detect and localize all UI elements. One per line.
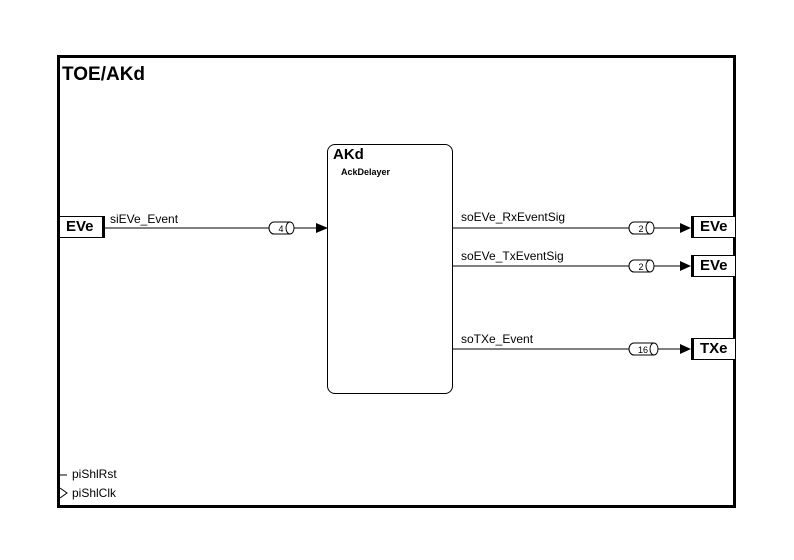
bus-width-badge: 2 bbox=[628, 259, 655, 273]
output-signal-label: soEVe_TxEventSig bbox=[461, 249, 564, 263]
reset-pin-label: piShlRst bbox=[72, 467, 117, 481]
input-port-eve[interactable]: EVe bbox=[59, 216, 105, 238]
bus-width-label: 16 bbox=[638, 345, 648, 355]
module-title: TOE/AKd bbox=[62, 64, 146, 85]
bus-width-label: 2 bbox=[638, 224, 643, 234]
submodule-name: AKd bbox=[333, 146, 364, 163]
output-port-txe[interactable]: TXe bbox=[691, 338, 736, 360]
clock-pin-marker bbox=[59, 487, 68, 499]
bus-width-badge: 16 bbox=[628, 342, 659, 356]
output-arrowhead bbox=[680, 344, 691, 354]
output-arrowhead bbox=[680, 261, 691, 271]
submodule-block[interactable] bbox=[327, 144, 453, 394]
bus-width-label: 4 bbox=[278, 224, 283, 234]
clock-pin-label: piShlClk bbox=[72, 486, 117, 500]
output-signal-label: soTXe_Event bbox=[461, 332, 534, 346]
bus-width-badge: 4 bbox=[268, 221, 295, 235]
submodule-subtitle: AckDelayer bbox=[341, 167, 391, 177]
input-arrowhead bbox=[316, 223, 328, 233]
output-port-eve-tx[interactable]: EVe bbox=[691, 255, 736, 277]
bus-width-badge: 2 bbox=[628, 221, 655, 235]
bus-width-label: 2 bbox=[638, 262, 643, 272]
output-arrowhead bbox=[680, 223, 691, 233]
output-port-eve-rx[interactable]: EVe bbox=[691, 216, 736, 238]
output-signal-label: soEVe_RxEventSig bbox=[461, 210, 566, 224]
module-frame bbox=[57, 55, 736, 508]
input-signal-label: siEVe_Event bbox=[110, 212, 179, 226]
